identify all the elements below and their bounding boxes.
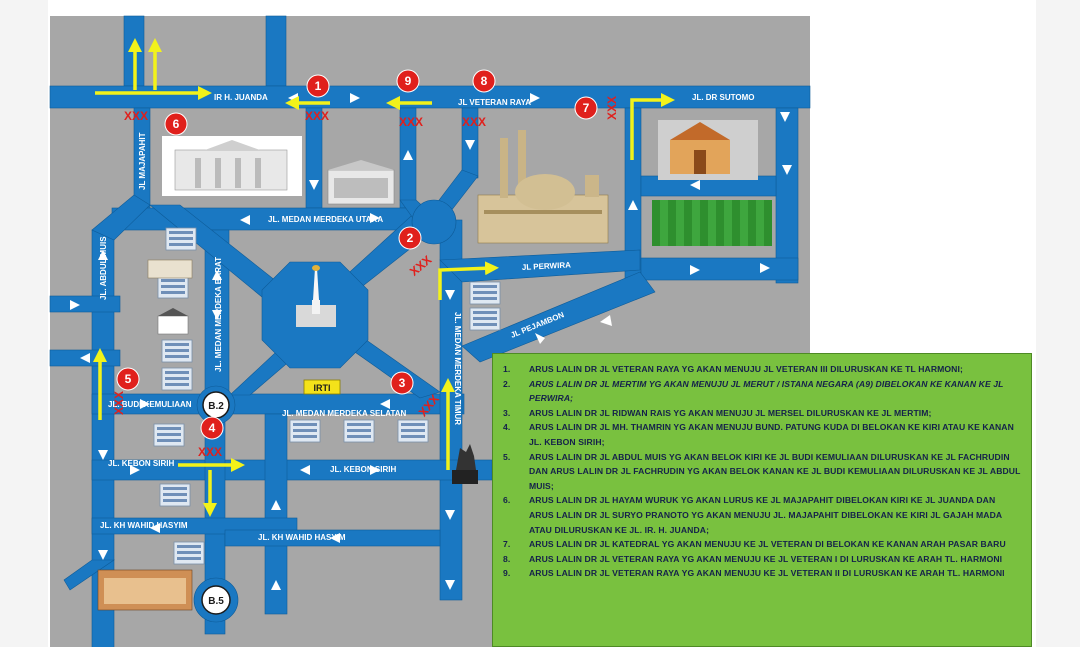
- legend-item-text: ARUS LALIN DR JL VETERAN RAYA YG AKAN ME…: [529, 568, 1005, 579]
- b2-label: B.2: [208, 401, 224, 412]
- government-building-icon: [327, 160, 395, 205]
- road-label-kebon-sirih-west: JL. KEBON SIRIH: [108, 459, 174, 468]
- legend-item-number: 1.: [503, 364, 511, 374]
- irti-label: IRTI: [314, 383, 331, 393]
- istana-merdeka-building-icon: [162, 136, 302, 196]
- legend-item: 2. ARUS LALIN DR JL MERTIM YG AKAN MENUJU…: [503, 377, 1021, 406]
- b5-label: B.5: [208, 596, 224, 607]
- svg-text:8: 8: [481, 74, 488, 88]
- legend-item-number: 4.: [503, 422, 511, 433]
- legend-item-number: 3.: [503, 407, 511, 418]
- flow-arrows: [70, 93, 792, 590]
- legend-item: 3. ARUS LALIN DR JL RIDWAN RAIS YG AKAN M…: [503, 406, 1021, 421]
- marker-2[interactable]: 2: [398, 226, 422, 250]
- istiqlal-mosque-icon: [477, 130, 609, 244]
- road-block-mark: XXX: [198, 445, 222, 459]
- legend-item: 7. ARUS LALIN DR JL KATEDRAL YG AKAN MENU…: [503, 537, 1021, 552]
- legend-item: 4. ARUS LALIN DR JL MH. THAMRIN YG AKAN M…: [503, 420, 1021, 449]
- legend-item-number: 7.: [503, 539, 511, 550]
- legend-item-number: 6.: [503, 495, 511, 506]
- road-label-medan-merdeka-timur: JL. MEDAN MERDEKA TIMUR: [453, 312, 462, 425]
- marker-5[interactable]: 5: [116, 367, 140, 391]
- svg-text:2: 2: [407, 231, 414, 245]
- svg-text:7: 7: [583, 101, 590, 115]
- marker-7[interactable]: 7: [574, 96, 598, 120]
- marker-9[interactable]: 9: [396, 69, 420, 93]
- legend-item: 9. ARUS LALIN DR JL VETERAN RAYA YG AKAN …: [503, 566, 1021, 581]
- legend-box: 1. ARUS LALIN DR JL VETERAN RAYA YG AKAN …: [492, 353, 1032, 647]
- marker-1[interactable]: 1: [306, 74, 330, 98]
- road-label-medan-merdeka-selatan: JL. MEDAN MERDEKA SELATAN: [282, 409, 407, 418]
- irti-box: IRTI: [303, 379, 341, 395]
- legend-item-text: ARUS LALIN DR JL MH. THAMRIN YG AKAN MEN…: [529, 422, 1014, 447]
- road-label-perwira: JL PERWIRA: [522, 260, 572, 272]
- svg-text:9: 9: [405, 74, 412, 88]
- road-label-ir-h-juanda: IR H. JUANDA: [214, 93, 268, 102]
- b5-roundabout-badge: B.5: [201, 585, 231, 615]
- bank-indonesia-building-icon: [97, 569, 193, 611]
- road-block-mark: XXX: [462, 115, 486, 129]
- legend-item-text: ARUS LALIN DR JL HAYAM WURUK YG AKAN LUR…: [529, 495, 1002, 535]
- road-block-mark: XXX: [124, 109, 148, 123]
- road-label-kh-wahid-hasyim-west: JL. KH WAHID HASYIM: [100, 521, 188, 530]
- legend-item-text: ARUS LALIN DR JL RIDWAN RAIS YG AKAN MEN…: [529, 407, 932, 418]
- road-block-mark: XXX: [605, 96, 619, 120]
- cathedral-icon: [658, 120, 758, 180]
- legend-item-text: ARUS LALIN DR JL VETERAN RAYA YG AKAN ME…: [529, 553, 1003, 564]
- marker-8[interactable]: 8: [472, 69, 496, 93]
- svg-text:4: 4: [209, 421, 216, 435]
- road-block-mark: XXX: [399, 115, 423, 129]
- road-label-dr-sutomo: JL. DR SUTOMO: [692, 93, 755, 102]
- road-block-mark: XXX: [112, 391, 126, 415]
- svg-text:6: 6: [173, 117, 180, 131]
- legend-item-text: ARUS LALIN DR JL VETERAN RAYA YG AKAN ME…: [529, 364, 963, 374]
- legend-item-number: 2.: [503, 378, 511, 389]
- detour-arrows: [93, 38, 675, 517]
- road-label-veteran-raya: JL VETERAN RAYA: [458, 98, 531, 107]
- marker-6[interactable]: 6: [164, 112, 188, 136]
- legend-item-text: ARUS LALIN DR JL KATEDRAL YG AKAN MENUJU…: [529, 539, 1006, 550]
- legend-item-number: 5.: [503, 451, 511, 462]
- marker-4[interactable]: 4: [200, 416, 224, 440]
- legend-item: 6. ARUS LALIN DR JL HAYAM WURUK YG AKAN L…: [503, 493, 1021, 537]
- svg-text:5: 5: [125, 372, 132, 386]
- svg-text:3: 3: [399, 376, 406, 390]
- legend-list: 1. ARUS LALIN DR JL VETERAN RAYA YG AKAN …: [493, 354, 1031, 581]
- road-label-budi-kemuliaan: JL. BUDI KEMULIAAN: [108, 400, 192, 409]
- legend-item-text: ARUS LALIN DR JL MERTIM YG AKAN MENUJU J…: [529, 378, 1004, 404]
- horse-statue-icon: [452, 444, 478, 484]
- road-label-majapahit: JL MAJAPAHIT: [138, 132, 147, 190]
- legend-item: 5. ARUS LALIN DR JL ABDUL MUIS YG AKAN BE…: [503, 450, 1021, 494]
- svg-text:1: 1: [315, 79, 322, 93]
- road-label-kebon-sirih-east: JL. KEBON SIRIH: [330, 465, 396, 474]
- museum-building-icon: [147, 259, 193, 335]
- right-margin: [1036, 0, 1080, 647]
- left-margin: [0, 0, 48, 647]
- legend-item: 1. ARUS LALIN DR JL VETERAN RAYA YG AKAN …: [503, 362, 1021, 377]
- road-label-abdul-muis: JL. ABDUL MUIS: [99, 236, 108, 300]
- legend-item-text: ARUS LALIN DR JL ABDUL MUIS YG AKAN BELO…: [529, 451, 1021, 491]
- monas-monument-icon: [296, 265, 336, 327]
- numbered-markers[interactable]: 1 2 3 4 5 6 7 8 9: [116, 69, 598, 440]
- marker-3[interactable]: 3: [390, 371, 414, 395]
- road-label-kh-wahid-hasyim-east: JL. KH WAHID HASYIM: [258, 533, 346, 542]
- football-field-icon: [652, 200, 772, 246]
- road-block-mark: XXX: [305, 109, 329, 123]
- b2-roundabout-badge: B.2: [202, 391, 230, 419]
- legend-item: 8. ARUS LALIN DR JL VETERAN RAYA YG AKAN …: [503, 552, 1021, 567]
- legend-item-number: 9.: [503, 568, 511, 579]
- road-label-medan-merdeka-utara: JL. MEDAN MERDEKA UTARA: [268, 215, 383, 224]
- legend-item-number: 8.: [503, 553, 511, 564]
